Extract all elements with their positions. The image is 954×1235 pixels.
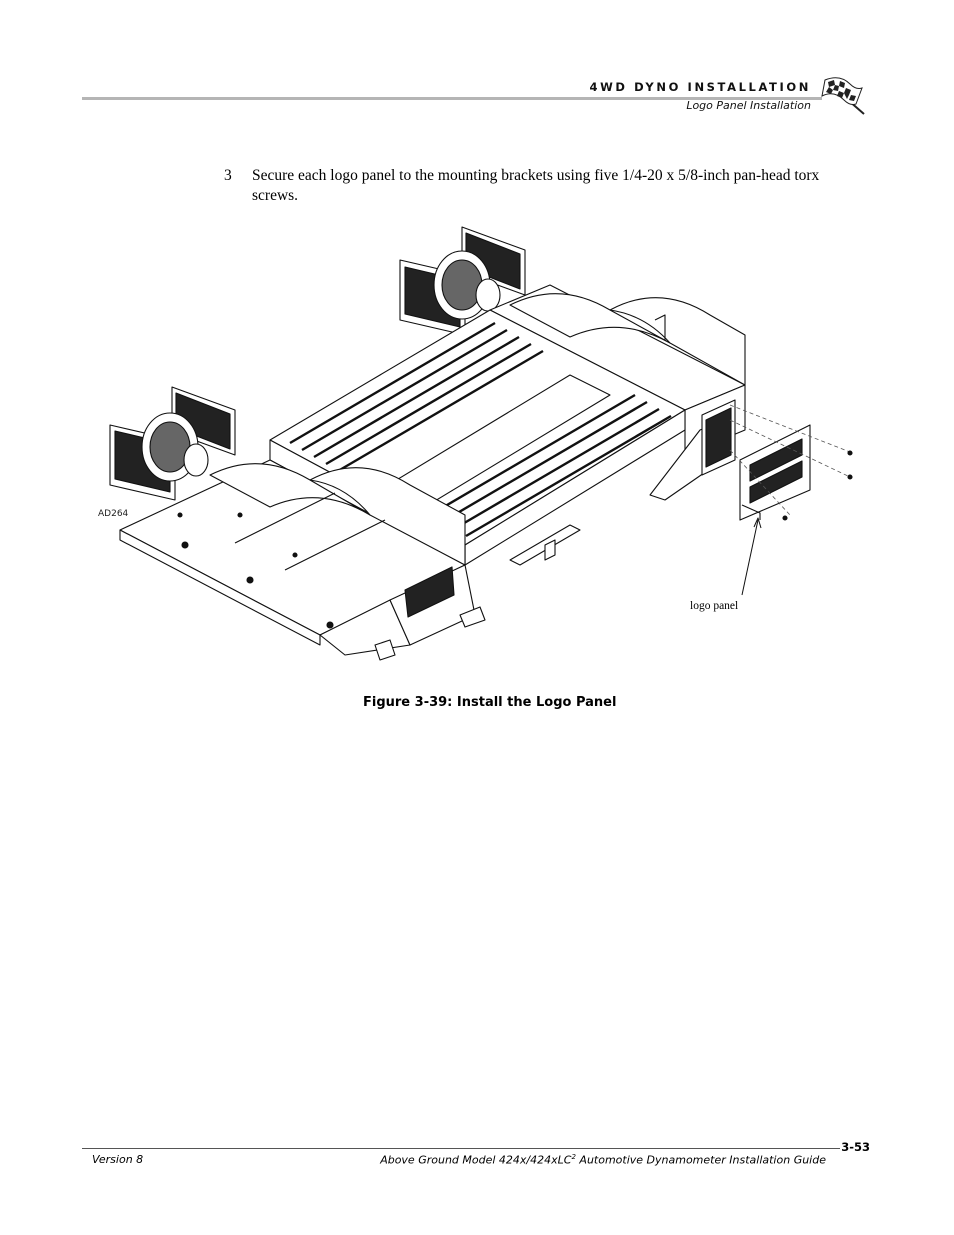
doc-title-main: Above Ground Model 424x/424xLC bbox=[380, 1153, 572, 1167]
step-text: Secure each logo panel to the mounting b… bbox=[252, 167, 820, 204]
step-number: 3 bbox=[224, 167, 232, 184]
page-number: 3-53 bbox=[841, 1140, 870, 1154]
section-title: 4WD DYNO INSTALLATION bbox=[589, 80, 811, 94]
doc-title-rest: Automotive Dynamometer Installation Guid… bbox=[575, 1153, 826, 1167]
figure-caption: Figure 3-39: Install the Logo Panel bbox=[363, 695, 617, 710]
dyno-isometric-drawing bbox=[109, 226, 853, 661]
footer-version: Version 8 bbox=[92, 1153, 144, 1166]
logo-panel-callout: logo panel bbox=[690, 600, 739, 612]
header-rule bbox=[82, 97, 822, 100]
drawing-id: AD264 bbox=[98, 509, 129, 519]
dyno-drawing-figure bbox=[90, 215, 870, 675]
doc-title-superscript: 2 bbox=[571, 1153, 576, 1161]
footer-rule bbox=[82, 1148, 840, 1149]
footer-doc-title: Above Ground Model 424x/424xLC2 Automoti… bbox=[380, 1153, 826, 1167]
checkered-flag-icon bbox=[821, 77, 865, 115]
subsection-title: Logo Panel Installation bbox=[686, 99, 811, 112]
